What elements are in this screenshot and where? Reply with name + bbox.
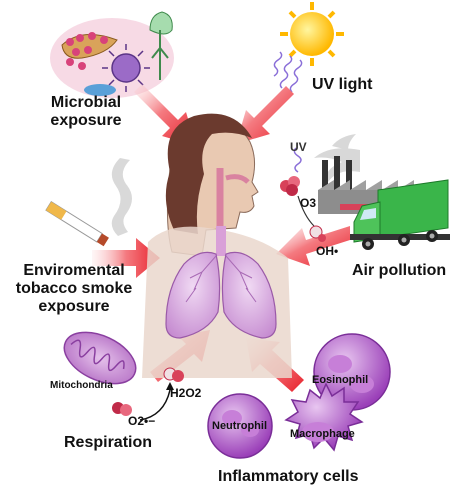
hydrogen-peroxide-label: H2O2 [170,386,202,400]
respiration-label: Respiration [64,434,153,451]
ozone-molecules [280,147,326,242]
immune-cells [207,333,391,459]
mitochondria-label: Mitochondria [50,380,113,391]
tobacco-smoke-label: Enviromental tobacco smoke exposure [0,262,148,316]
uv-light-label: UV light [312,76,373,93]
inflammatory-cells-label: Inflammatory cells [218,468,359,485]
microbial-label-line-2: exposure [50,112,122,129]
microbial-exposure-label: Microbial exposure [34,94,138,130]
microbes-illustration [50,11,174,98]
truck-icon [350,179,450,250]
sun-icon [273,2,344,93]
superoxide-label: O2•− [128,414,156,428]
neutrophil-label: Neutrophil [212,420,267,432]
eosinophil-label: Eosinophil [312,374,369,386]
lungs-illustration [165,226,277,339]
ros-molecules [112,367,184,421]
ozone-label: O3 [300,196,317,210]
hydroxyl-label: OH• [316,244,339,258]
uv-small-label: UV [290,140,307,154]
microbial-label-line-1: Microbial [50,94,122,111]
tobacco-label-line-1: Enviromental [23,262,125,279]
mitochondria-illustration [63,331,137,385]
cigarette-icon [45,201,109,247]
air-pollution-label: Air pollution [352,262,447,279]
tobacco-label-line-3: exposure [38,298,110,315]
macrophage-label: Macrophage [290,428,355,440]
tobacco-label-line-2: tobacco smoke [15,280,133,297]
